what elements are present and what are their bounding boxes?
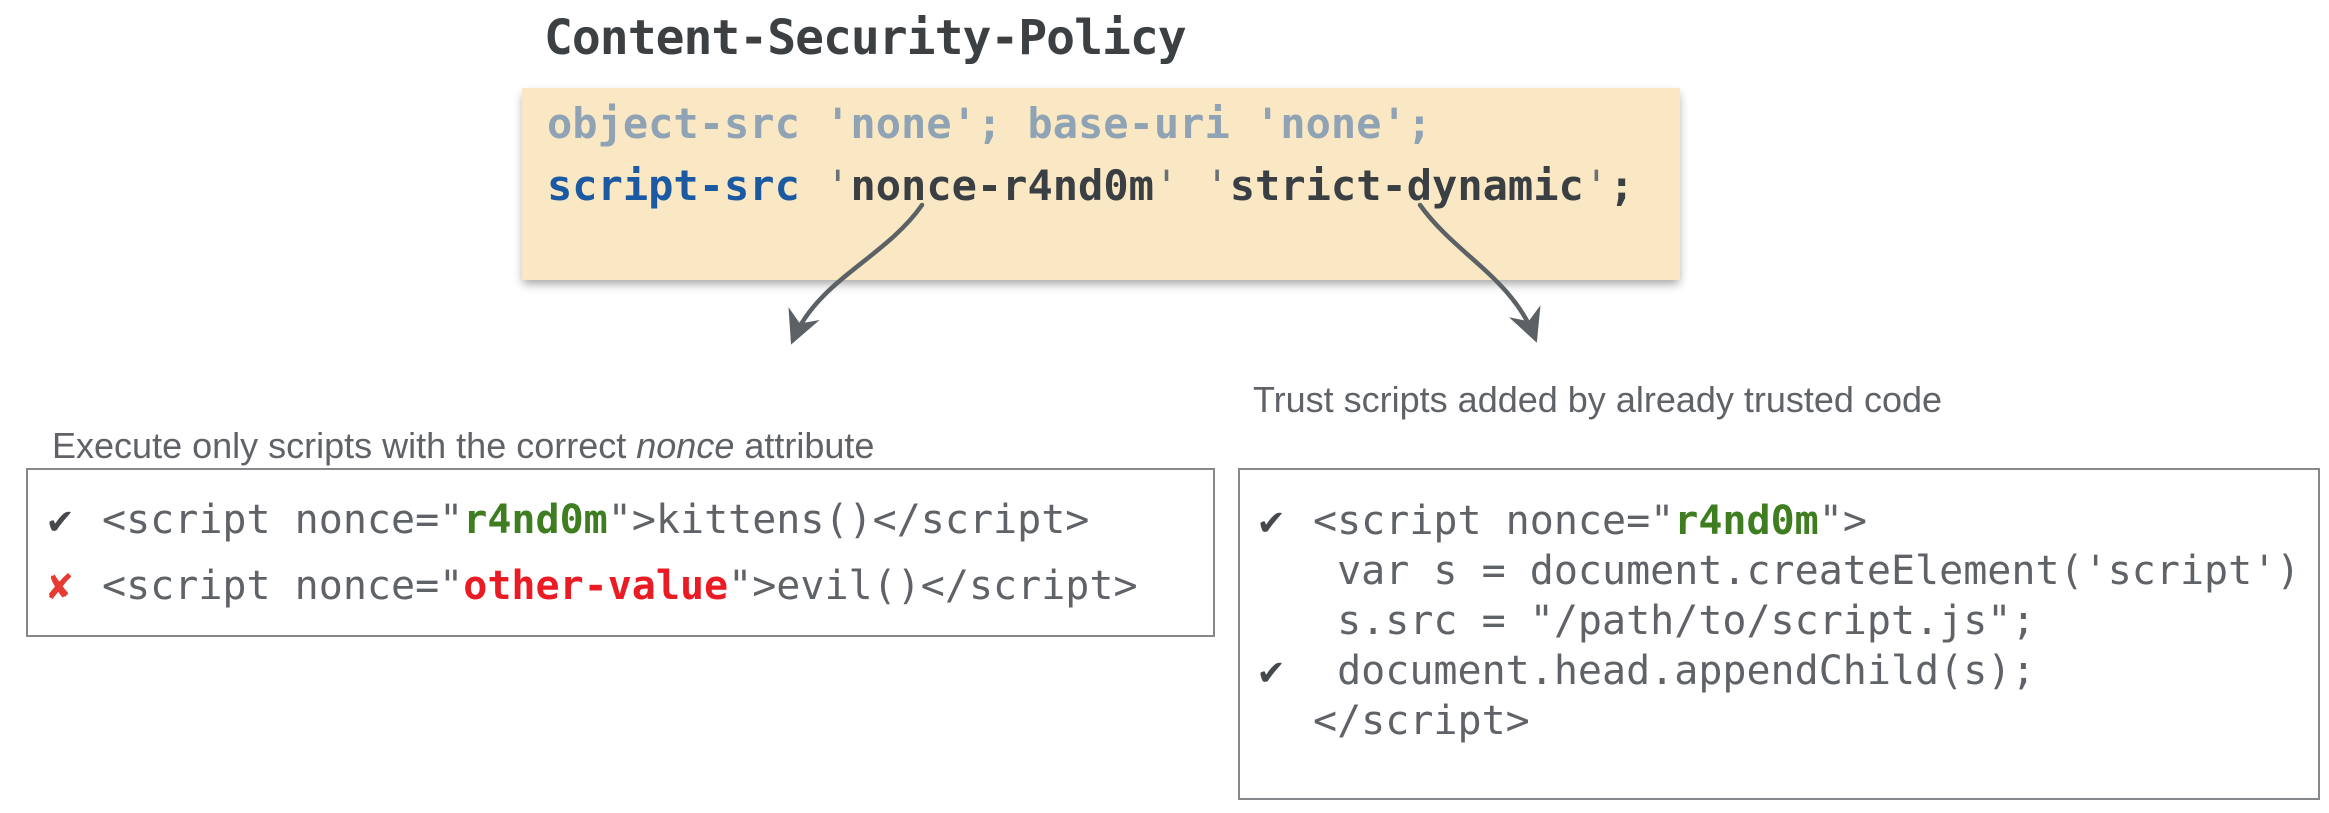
code-line: var s = document.createElement('script') [1259,546,2318,596]
annotation-left-prefix: Execute only scripts with the correct [52,425,637,466]
code-segment: r4nd0m [463,497,608,543]
check-icon: ✔ [48,497,73,543]
code-segment: ' [825,161,851,210]
code-segment: ' ' [1153,161,1230,210]
code-segment: document.head.appendChild(s); [1313,648,2036,694]
check-icon: ✔ [1259,498,1284,544]
nonce-examples-box: ✔<script nonce="r4nd0m">kittens()</scrip… [26,468,1215,637]
code-text: s.src = "/path/to/script.js"; [1313,596,2035,646]
annotation-left-suffix: attribute [734,425,875,466]
code-segment: <script nonce=" [102,497,464,543]
code-segment: ">kittens()</script> [607,497,1090,543]
annotation-left: Execute only scripts with the correct no… [32,377,874,469]
code-segment: ">evil()</script> [728,563,1138,609]
code-segment: "> [1818,498,1867,544]
strict-dynamic-example-box: ✔ <script nonce="r4nd0m"> var s = documen… [1238,468,2320,800]
code-text: <script nonce="r4nd0m">kittens()</script… [102,487,1089,553]
annotation-right: Trust scripts added by already trusted c… [1253,379,1943,420]
code-segment: <script nonce=" [102,563,464,609]
code-text: var s = document.createElement('script') [1313,546,2300,596]
code-segment: s.src = "/path/to/script.js"; [1313,598,2036,644]
code-segment: <script nonce=" [1313,498,1675,544]
code-line: ✔ document.head.appendChild(s); [1259,646,2318,696]
code-segment: script-src [547,161,800,210]
code-segment: object-src 'none'; base-uri 'none'; [547,99,1433,148]
policy-line-object-src: object-src 'none'; base-uri 'none'; [547,93,1680,155]
code-segment: ; [1609,161,1635,210]
page-title: Content-Security-Policy [544,10,1187,66]
code-segment: nonce-r4nd0m [850,161,1154,210]
code-segment: var s = document.createElement('script') [1313,548,2301,594]
code-segment: strict-dynamic [1229,161,1584,210]
code-line: ✔ <script nonce="r4nd0m">kittens()</scrip… [48,487,1213,553]
code-text: <script nonce="r4nd0m"> [1313,496,1867,546]
code-line: s.src = "/path/to/script.js"; [1259,596,2318,646]
code-text: document.head.appendChild(s); [1313,646,2035,696]
code-line: ✔ <script nonce="r4nd0m"> [1259,496,2318,546]
check-icon: ✔ [1259,648,1284,694]
annotation-left-emphasis: nonce [636,425,735,466]
policy-line-script-src: script-src 'nonce-r4nd0m' 'strict-dynami… [547,155,1680,217]
cross-icon: ✘ [48,563,73,609]
code-segment: </script> [1313,698,1530,744]
code-segment: r4nd0m [1674,498,1819,544]
code-line: </script> [1259,696,2318,746]
policy-code-block: object-src 'none'; base-uri 'none'; scri… [522,88,1680,280]
code-segment: other-value [463,563,729,609]
code-segment: ' [1583,161,1610,210]
code-line: ✘ <script nonce="other-value">evil()</scr… [48,553,1213,619]
code-segment [800,161,825,210]
code-text: </script> [1313,696,1530,746]
code-text: <script nonce="other-value">evil()</scri… [102,553,1138,619]
